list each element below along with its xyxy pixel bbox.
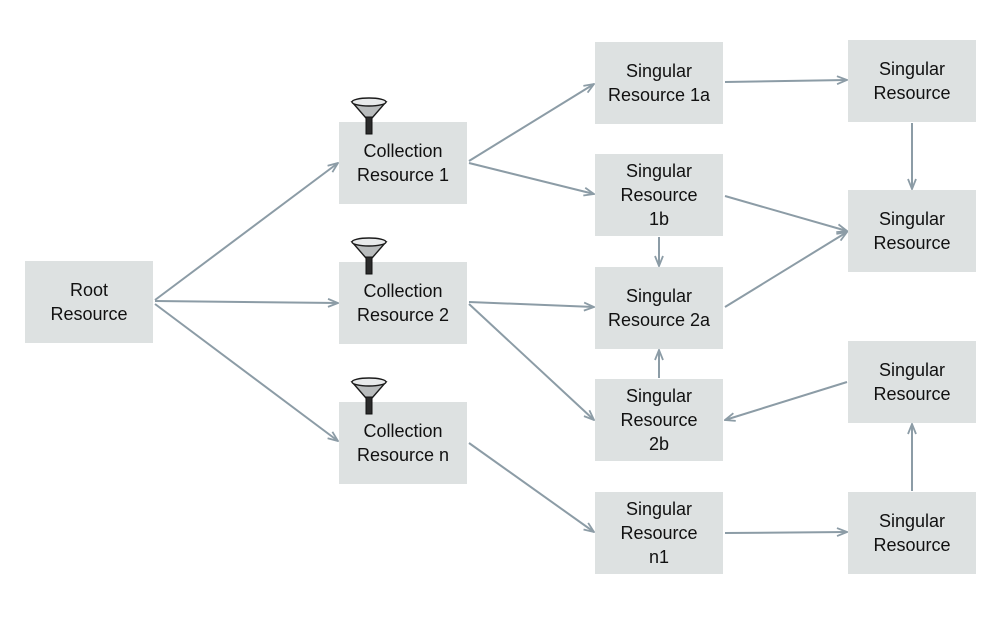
node-label-line: Singular: [626, 161, 692, 181]
edge-coln-to-sn1: [468, 442, 594, 532]
node-label-line: Root: [70, 280, 108, 300]
node-label-line: Resource 2: [357, 305, 449, 325]
node-label-line: Resource: [873, 83, 950, 103]
node-label-line: Collection: [363, 141, 442, 161]
edge-col2-to-s2b: [468, 303, 594, 420]
node-label-line: Resource: [620, 523, 697, 543]
node-box: [848, 40, 976, 122]
edge-s1b-to-r2: [724, 195, 847, 231]
edges-layer: [154, 80, 912, 533]
node-box: [595, 379, 723, 461]
node-label-line: Resource 1a: [608, 85, 711, 105]
node-box: [848, 190, 976, 272]
node-box: [595, 267, 723, 349]
edge-root-to-col1: [154, 163, 338, 301]
node-label-line: Resource: [873, 384, 950, 404]
node-box: [339, 122, 467, 204]
edge-col1-to-s1b: [468, 162, 594, 194]
node-label-line: Resource 2a: [608, 310, 711, 330]
funnel-icon: [350, 237, 388, 275]
node-box: [339, 402, 467, 484]
node-label-line: Singular: [879, 59, 945, 79]
node-label-line: Singular: [879, 360, 945, 380]
node-label-line: Singular: [879, 511, 945, 531]
node-label-line: Collection: [363, 421, 442, 441]
node-box: [848, 492, 976, 574]
node-label-line: Singular: [626, 286, 692, 306]
node-label-line: 1b: [649, 209, 669, 229]
edge-root-to-col2: [154, 301, 338, 303]
node-box: [25, 261, 153, 343]
edge-s1a-to-r1: [724, 80, 847, 82]
node-label-line: Resource 1: [357, 165, 449, 185]
node-label-line: Singular: [879, 209, 945, 229]
edge-col2-to-s2a: [468, 301, 594, 307]
node-box: [595, 42, 723, 124]
node-label-line: Resource: [873, 233, 950, 253]
node-box: [595, 154, 723, 236]
node-label-line: Collection: [363, 281, 442, 301]
node-box: [339, 262, 467, 344]
node-label-line: Resource n: [357, 445, 449, 465]
node-label-line: Singular: [626, 386, 692, 406]
node-label-line: Resource: [620, 410, 697, 430]
node-box: [848, 341, 976, 423]
funnel-icon: [350, 97, 388, 135]
node-label-line: Resource: [620, 185, 697, 205]
edge-sn1-to-r4: [724, 532, 847, 533]
node-label-line: Singular: [626, 499, 692, 519]
node-label-line: Resource: [873, 535, 950, 555]
edge-s2a-to-r2: [724, 232, 847, 308]
node-label-line: n1: [649, 547, 669, 567]
edge-r3-to-s2b: [725, 381, 848, 420]
node-label-line: Singular: [626, 61, 692, 81]
edge-root-to-coln: [154, 303, 338, 441]
node-label-line: Resource: [50, 304, 127, 324]
node-box: [595, 492, 723, 574]
node-label-line: 2b: [649, 434, 669, 454]
edge-col1-to-s1a: [468, 84, 594, 162]
funnel-icon: [350, 377, 388, 415]
